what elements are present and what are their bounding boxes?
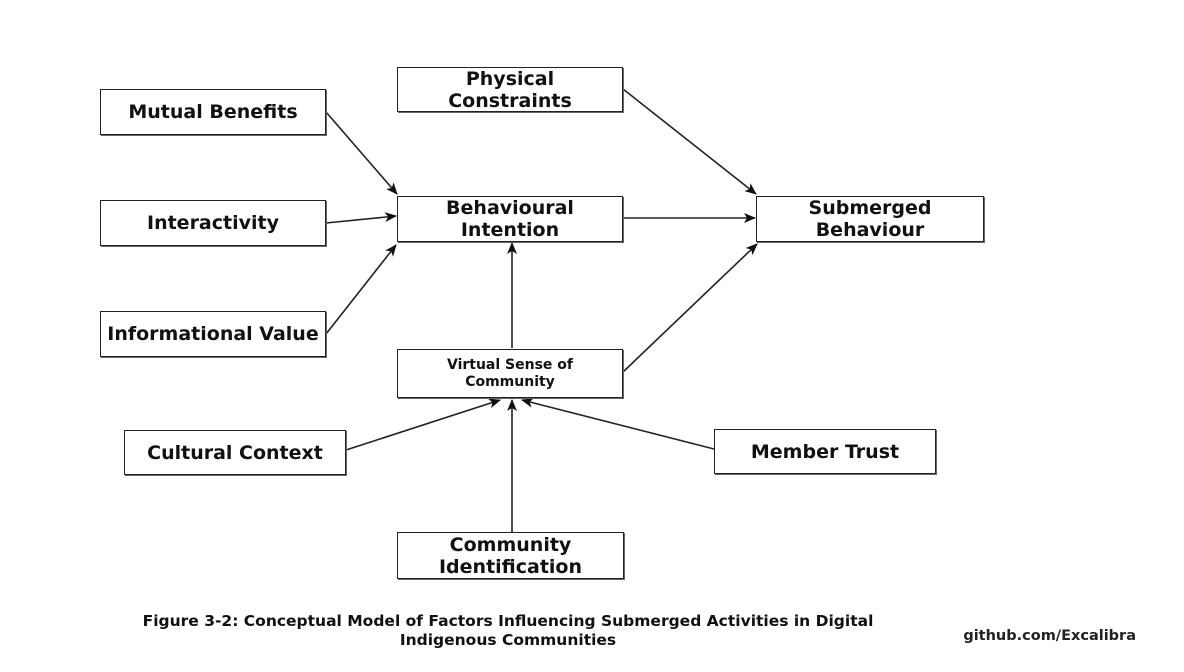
node-label: Virtual Sense of Community [446, 356, 574, 390]
node-label: Behavioural Intention [446, 197, 574, 241]
node-label: Interactivity [147, 212, 279, 234]
node-behavioural-intention: Behavioural Intention [397, 196, 623, 242]
node-label: Community Identification [438, 533, 583, 578]
node-informational-value: Informational Value [100, 311, 326, 357]
node-cultural-context: Cultural Context [124, 430, 346, 475]
node-member-trust: Member Trust [714, 429, 936, 474]
node-submerged-behaviour: Submerged Behaviour [756, 196, 984, 242]
edge-member-trust-to-virtual-sense-of-community [521, 397, 715, 450]
figure-caption: Figure 3-2: Conceptual Model of Factors … [142, 612, 874, 649]
edge-physical-constraints-to-submerged-behaviour [622, 88, 757, 195]
node-label: Mutual Benefits [128, 101, 298, 123]
edge-cultural-context-to-virtual-sense-of-community [345, 398, 501, 451]
watermark-text: github.com/Excalibra [963, 628, 1136, 644]
node-label: Cultural Context [147, 441, 323, 464]
node-community-identification: Community Identification [397, 532, 624, 579]
node-mutual-benefits: Mutual Benefits [100, 89, 326, 135]
node-label: Submerged Behaviour [808, 197, 932, 241]
node-label: Informational Value [107, 323, 319, 345]
node-virtual-sense-of-community: Virtual Sense of Community [397, 349, 623, 398]
node-physical-constraints: Physical Constraints [397, 67, 623, 112]
edge-informational-value-to-behavioural-intention [325, 244, 397, 335]
edge-interactivity-to-behavioural-intention [325, 212, 397, 224]
node-label: Member Trust [750, 440, 900, 463]
node-label: Physical Constraints [448, 67, 572, 112]
edge-virtual-sense-of-community-to-submerged-behaviour [622, 243, 758, 373]
edge-mutual-benefits-to-behavioural-intention [325, 111, 398, 195]
node-interactivity: Interactivity [100, 200, 326, 246]
